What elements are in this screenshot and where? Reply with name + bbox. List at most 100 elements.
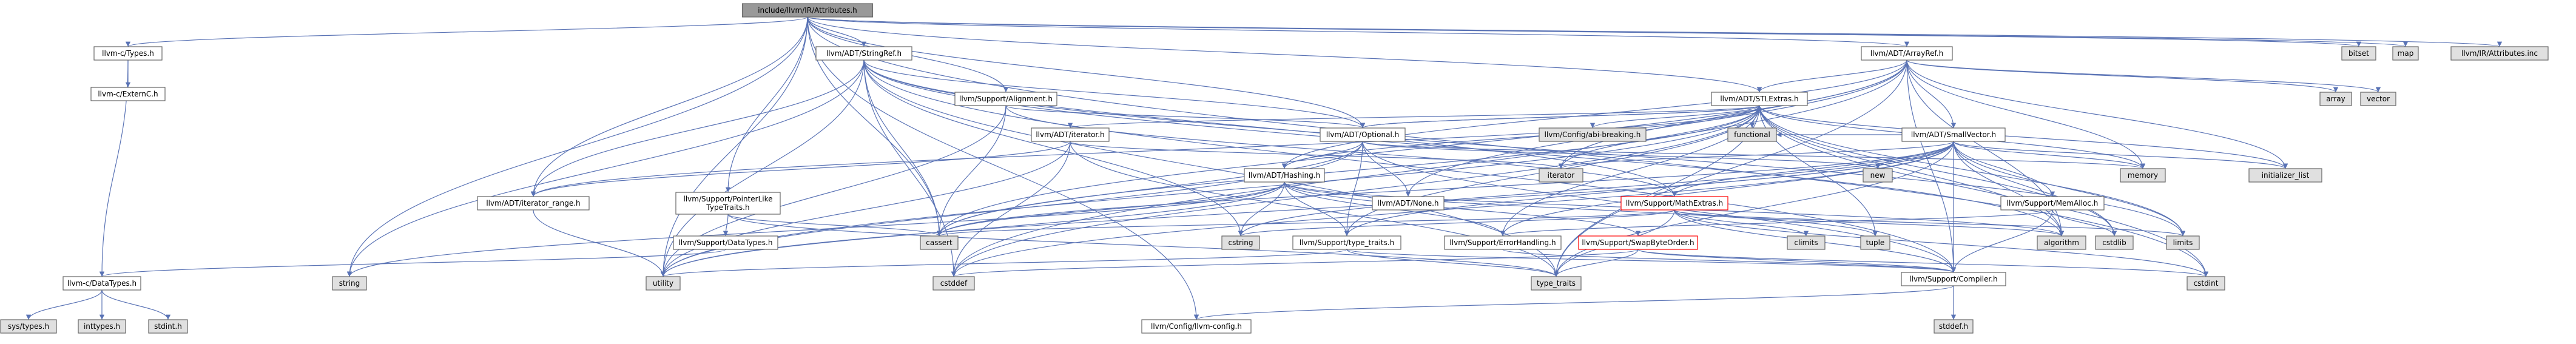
node-tuple: tuple [1860,235,1890,250]
edge-memalloc-to-compiler [1951,209,2053,273]
edge-errorhandling-to-compiler [1502,249,1956,273]
node-box-newh [1863,168,1893,183]
node-label-abibreaking: llvm/Config/abi-breaking.h [1545,130,1641,139]
node-cstddef: cstddef [932,276,975,291]
node-memalloc[interactable]: llvm/Support/MemAlloc.h [2000,196,2105,211]
node-box-vector [2360,92,2396,106]
node-box-stlextras [1711,92,1808,106]
node-label-array: array [2326,95,2345,103]
node-nonen[interactable]: llvm/ADT/None.h [1372,196,1445,211]
node-box-abibreaking [1539,127,1647,142]
edge-root-to-pointerlike [725,16,808,193]
node-label-functional: functional [1734,130,1770,139]
node-box-cstring [1221,235,1260,250]
node-label-externc: llvm-c/ExternC.h [98,90,158,98]
node-llvmconfig[interactable]: llvm/Config/llvm-config.h [1141,319,1252,334]
node-externc[interactable]: llvm-c/ExternC.h [90,87,166,101]
node-box-stringsys [332,276,367,291]
node-label-cstdint: cstdint [2194,279,2219,288]
edge-root-to-ctypes [126,16,808,47]
node-iteratorh[interactable]: llvm/ADT/iterator.h [1031,127,1110,142]
node-arrayref[interactable]: llvm/ADT/ArrayRef.h [1861,46,1953,61]
node-box-smallvector [1901,127,2006,142]
node-label-iteratorh: llvm/ADT/iterator.h [1036,130,1104,139]
edge-arrayref-to-stlextras [1756,59,1907,93]
node-smallvector[interactable]: llvm/ADT/SmallVector.h [1901,127,2006,142]
node-hashing[interactable]: llvm/ADT/Hashing.h [1244,168,1325,183]
node-bitset: bitset [2341,46,2376,61]
edge-stringref-to-iterrange [530,59,865,197]
node-cstdlib: cstdlib [2095,235,2134,250]
edge-root-to-map [807,16,2408,47]
node-label-utility: utility [653,279,673,288]
edge-stlextras-to-algorithm [1759,105,2065,237]
node-box-cdatatypes [62,276,141,291]
edge-root-to-iterrange [530,16,808,197]
node-box-errorhandling [1444,235,1562,250]
node-label-systypes: sys/types.h [8,322,49,331]
edge-smallvector-to-cstring [1238,141,1954,237]
edge-cdatatypes-to-stdinth [101,289,171,320]
node-cdatatypes[interactable]: llvm-c/DataTypes.h [62,276,141,291]
node-box-iteratorh [1031,127,1110,142]
edge-stlextras-to-abibreaking [1590,105,1760,129]
node-iterrange[interactable]: llvm/ADT/iterator_range.h [477,196,590,211]
node-errorhandling[interactable]: llvm/Support/ErrorHandling.h [1444,235,1562,250]
edge-root-to-utility [660,16,808,277]
node-initlist: initializer_list [2248,168,2322,183]
node-mathextras[interactable]: llvm/Support/MathExtras.h [1620,196,1728,211]
edge-stringref-to-stringsys [346,59,865,277]
edge-stlextras-to-iterrange [531,105,1760,197]
edge-mathextras-to-limits [1674,209,2185,237]
edge-smallvector-to-typetraitssys [1553,141,1954,277]
node-iteratorsys: iterator [1539,168,1583,183]
edge-smallvector-to-initlist [1953,141,2288,169]
node-utility: utility [646,276,681,291]
node-root[interactable]: include/llvm/IR/Attributes.h [741,3,874,18]
edge-stringref-to-compiler [863,59,1957,273]
node-supportdatatypes[interactable]: llvm/Support/DataTypes.h [673,235,778,250]
node-box-alignment [954,92,1057,106]
node-label-tuple: tuple [1866,238,1885,247]
edge-optional-to-newh [1362,141,1880,169]
node-array: array [2319,92,2352,106]
node-label-ctypes: llvm-c/Types.h [102,49,154,58]
node-vector: vector [2360,92,2396,106]
node-box-limits [2166,235,2200,250]
node-label-stlextras: llvm/ADT/STLExtras.h [1720,95,1798,103]
node-label-iteratorsys: iterator [1548,171,1575,180]
edge-alignment-to-optional [1005,105,1365,129]
node-label-mathextras: llvm/Support/MathExtras.h [1626,199,1723,207]
node-alignment[interactable]: llvm/Support/Alignment.h [954,92,1057,106]
node-label-typetraitsh: llvm/Support/type_traits.h [1300,238,1395,247]
node-stlextras[interactable]: llvm/ADT/STLExtras.h [1711,92,1808,106]
node-label-optional: llvm/ADT/Optional.h [1326,130,1399,139]
node-stdinth: stdint.h [148,319,188,334]
node-typetraitsh[interactable]: llvm/Support/type_traits.h [1292,235,1401,250]
node-optional[interactable]: llvm/ADT/Optional.h [1320,127,1406,142]
node-box-inttypes [78,319,126,334]
edge-root-to-arrayref [807,16,1909,47]
node-label-errorhandling: llvm/Support/ErrorHandling.h [1449,238,1556,247]
node-ctypes[interactable]: llvm-c/Types.h [93,46,163,61]
node-swapbyte[interactable]: llvm/Support/SwapByteOrder.h [1578,235,1698,250]
node-limits: limits [2166,235,2200,250]
node-label-cstring: cstring [1228,238,1253,247]
node-compiler[interactable]: llvm/Support/Compiler.h [1901,272,2006,286]
node-box-stdinth [148,319,188,334]
edge-smallvector-to-algorithm [1953,141,2065,237]
node-box-functional [1727,127,1777,142]
node-label-stringref: llvm/ADT/StringRef.h [826,49,902,58]
node-label-alignment: llvm/Support/Alignment.h [959,95,1053,103]
edge-swapbyte-to-cstdint [1637,249,2208,277]
edge-compiler-to-llvmconfig [1194,285,1954,320]
edge-alignment-to-cassert [936,105,1006,237]
edge-smallvector-to-cstdlib [1953,141,2117,237]
node-stringref[interactable]: llvm/ADT/StringRef.h [815,46,912,61]
node-box-iterrange [477,196,590,211]
node-box-climits [1787,235,1826,250]
edge-stringref-to-cassert [863,59,942,237]
edge-arrayref-to-cstddef [951,59,1907,277]
